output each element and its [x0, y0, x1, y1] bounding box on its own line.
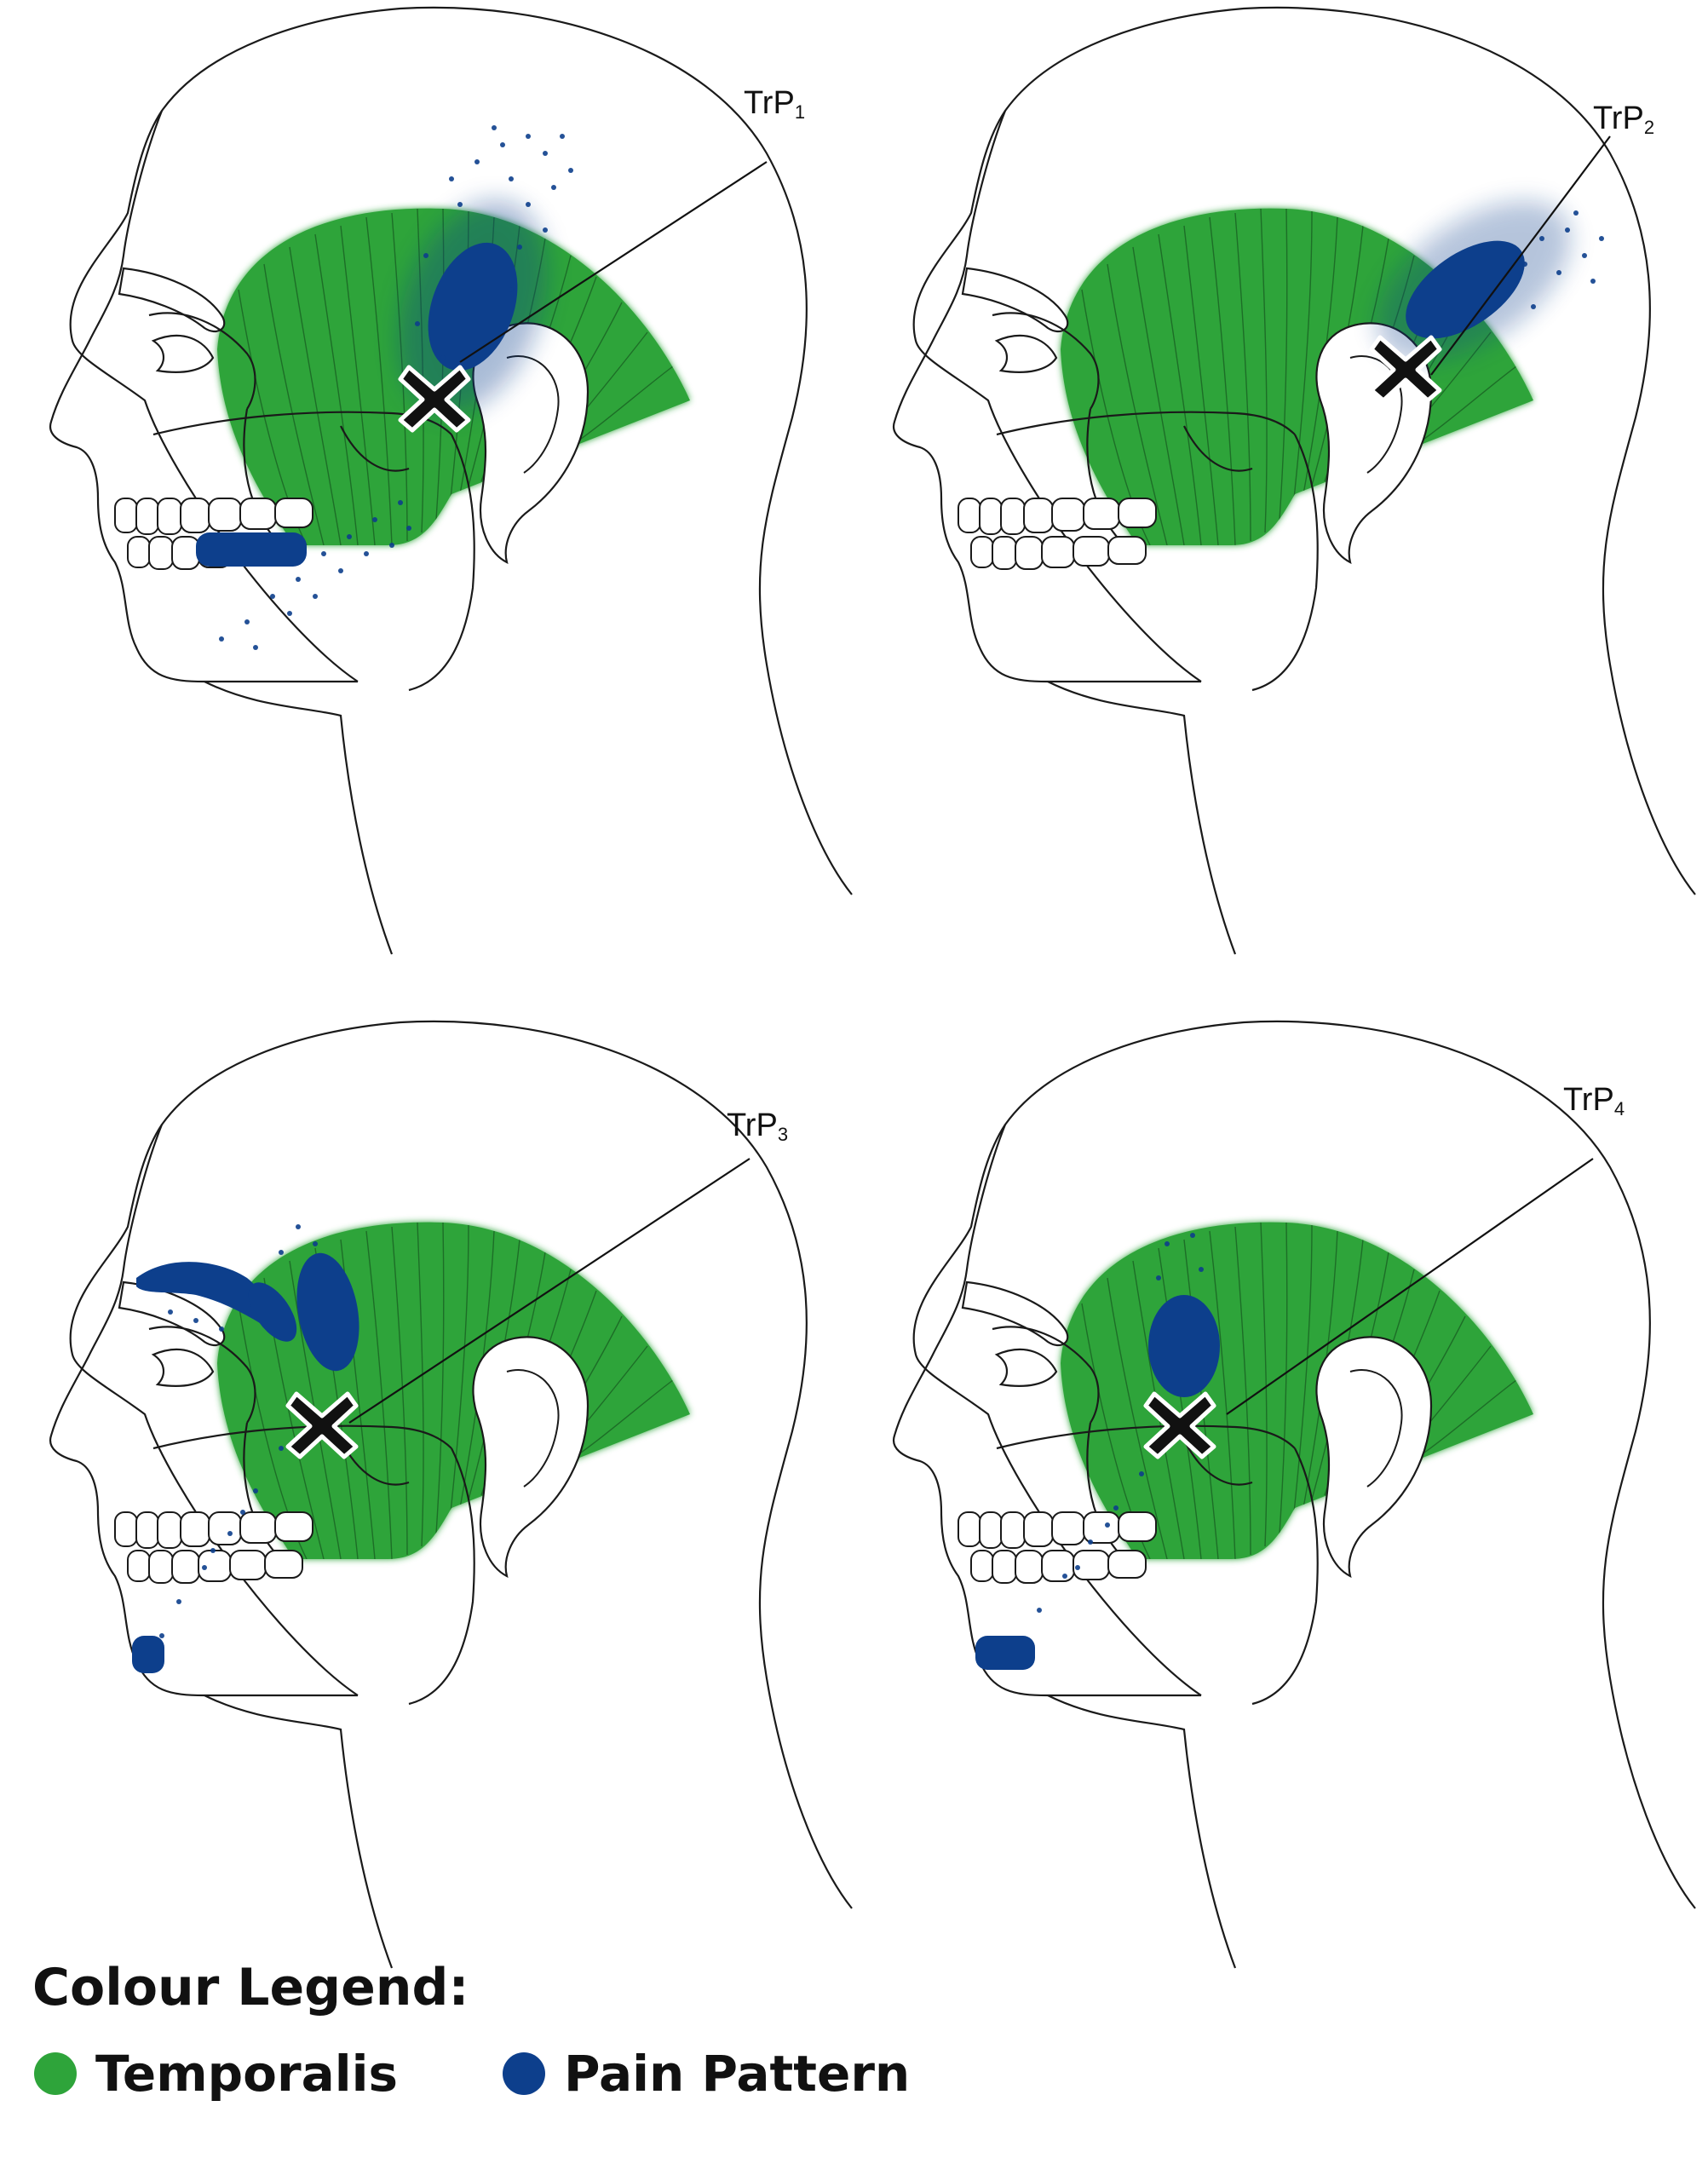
- legend-label-temporalis: Temporalis: [95, 2045, 399, 2103]
- pain-pattern: [1377, 200, 1604, 362]
- panel-trp3: [49, 1020, 854, 1970]
- temporalis-muscle: [1061, 1223, 1533, 1559]
- pain-pattern: [975, 1233, 1220, 1670]
- trp-label-1: TrP1: [744, 85, 806, 123]
- legend-label-pain-pattern: Pain Pattern: [564, 2045, 911, 2103]
- pain-pattern: [132, 1224, 359, 1673]
- trp-label-3: TrP3: [727, 1108, 789, 1145]
- legend-dot-temporalis: [34, 2052, 77, 2095]
- legend-title: Colour Legend:: [32, 1958, 469, 2017]
- legend-item-pain-pattern: Pain Pattern: [503, 2045, 910, 2103]
- trp-label-2: TrP2: [1593, 101, 1655, 138]
- panel-trp4: [892, 1020, 1697, 1970]
- temporalis-muscle: [217, 1223, 690, 1559]
- legend-item-temporalis: Temporalis: [34, 2045, 398, 2103]
- legend-dot-pain-pattern: [503, 2052, 545, 2095]
- pain-pattern: [196, 125, 573, 650]
- panel-trp2: [892, 6, 1697, 956]
- panel-trp1: [49, 6, 854, 956]
- trp-label-4: TrP4: [1563, 1082, 1625, 1119]
